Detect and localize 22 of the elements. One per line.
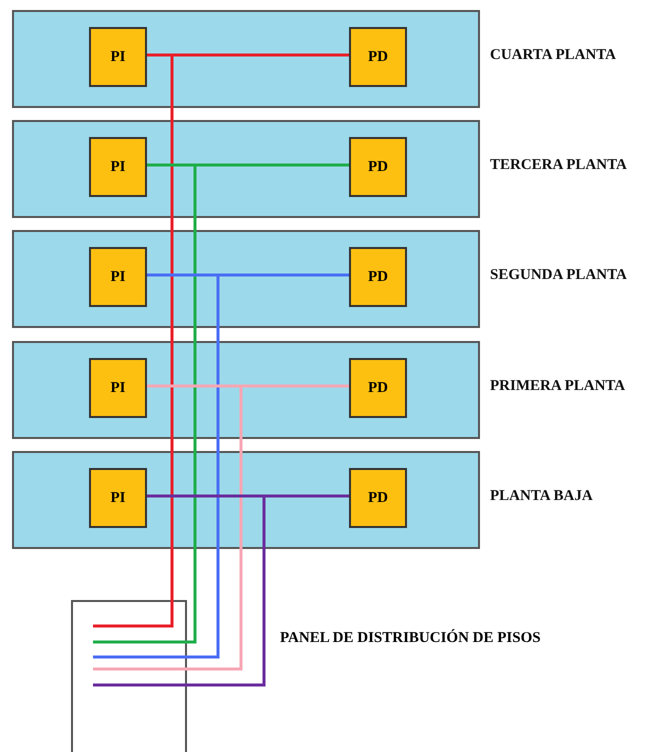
left-panel-box: PI (89, 137, 147, 197)
left-panel-box: PI (89, 247, 147, 307)
right-panel-box: PD (349, 358, 407, 418)
left-panel-box: PI (89, 468, 147, 528)
left-panel-box: PI (89, 27, 147, 87)
floor-band (12, 451, 480, 549)
right-panel-box: PD (349, 27, 407, 87)
floor-label: PLANTA BAJA (490, 488, 593, 505)
floor-label: CUARTA PLANTA (490, 47, 616, 64)
floor-band (12, 10, 480, 108)
right-panel-box: PD (349, 468, 407, 528)
panel-label: PANEL DE DISTRIBUCIÓN DE PISOS (280, 630, 541, 647)
floor-label: TERCERA PLANTA (490, 157, 627, 174)
distribution-panel (71, 600, 187, 752)
floor-label: PRIMERA PLANTA (490, 378, 626, 395)
right-panel-box: PD (349, 137, 407, 197)
left-panel-box: PI (89, 358, 147, 418)
floor-band (12, 120, 480, 218)
floor-band (12, 230, 480, 328)
right-panel-box: PD (349, 247, 407, 307)
floor-band (12, 341, 480, 439)
floor-label: SEGUNDA PLANTA (490, 267, 627, 284)
